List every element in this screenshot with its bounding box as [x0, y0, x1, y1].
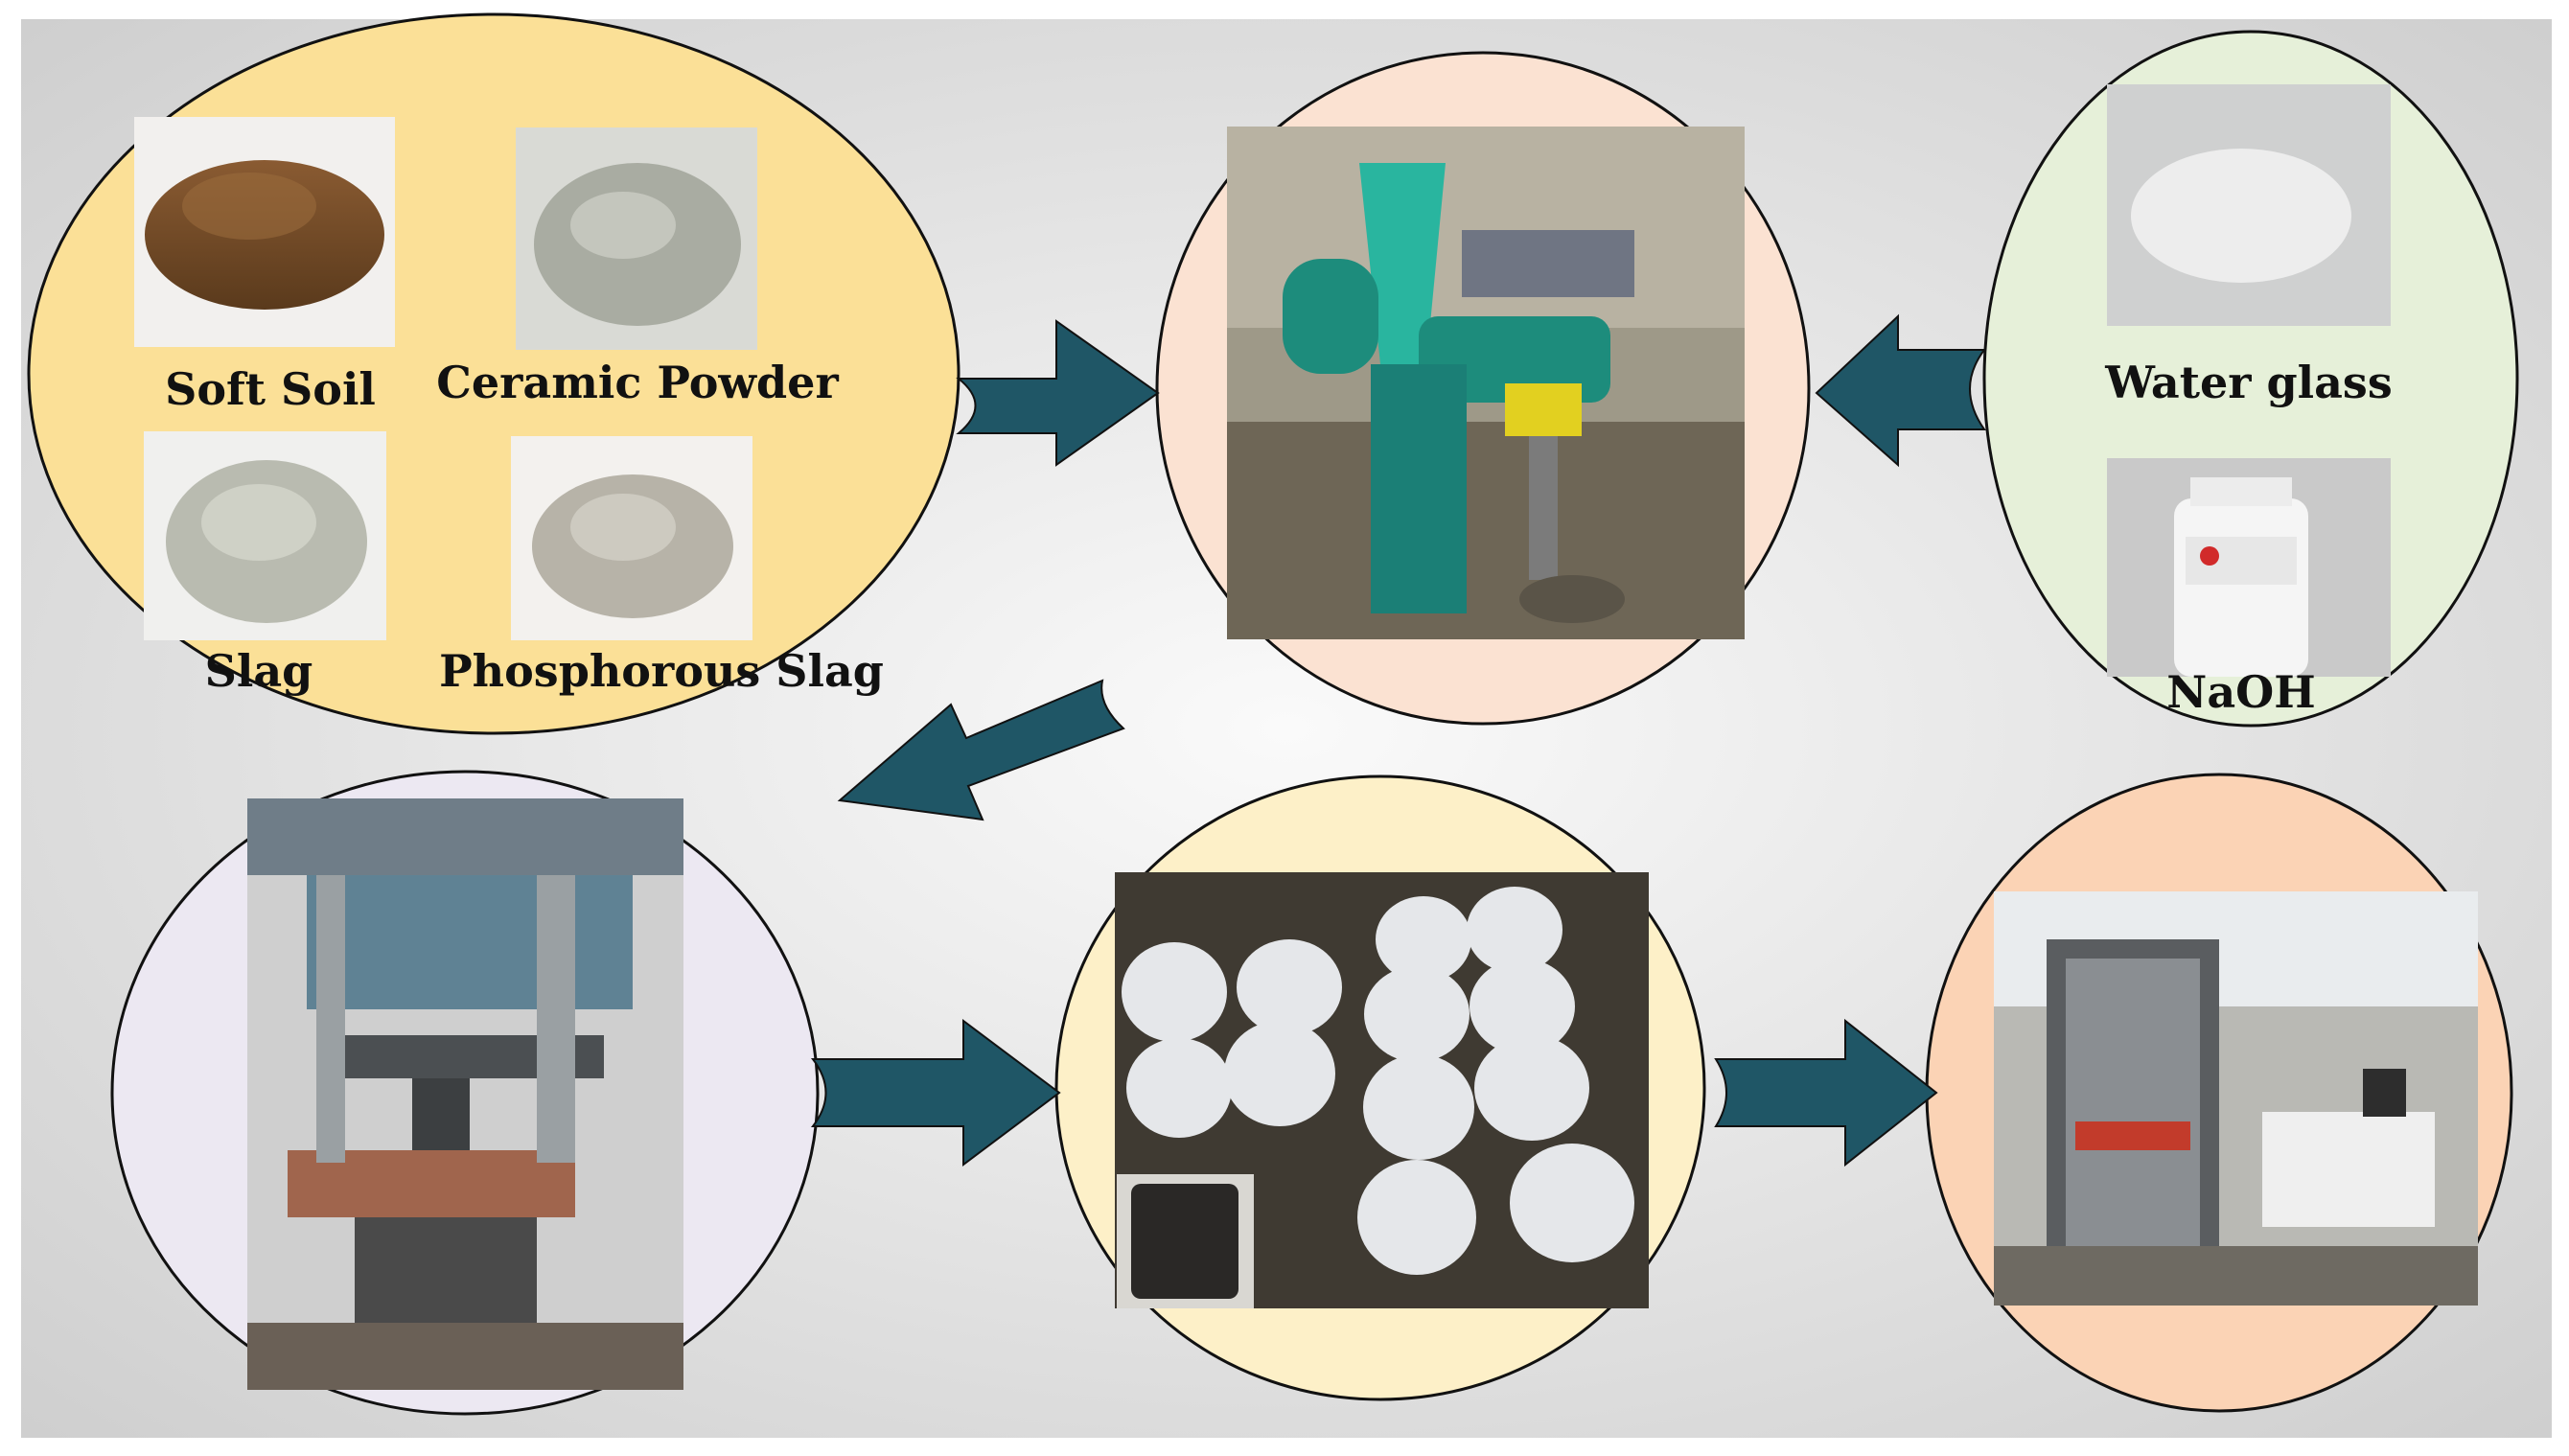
- naoh-label: NaOH: [2166, 666, 2315, 718]
- arrow-specimens-to-testing: [1714, 1018, 1938, 1167]
- ceramic-powder-label: Ceramic Powder: [436, 357, 839, 408]
- soft-soil-label: Soft Soil: [165, 363, 376, 415]
- arrow-mixer-to-press: [837, 679, 1125, 821]
- testing-machine-photo: [1994, 891, 2478, 1306]
- ceramic-powder-photo: [516, 127, 757, 350]
- specimens-photo: [1115, 872, 1649, 1308]
- mixer-photo: [1227, 127, 1745, 639]
- water-glass-label: Water glass: [2104, 357, 2392, 408]
- mixer-node: [1155, 51, 1811, 726]
- arrow-activators-to-mixer: [1815, 313, 1986, 468]
- phosphorous-slag-label: Phosphorous Slag: [439, 645, 884, 697]
- soft-soil-photo: [134, 117, 395, 347]
- compaction-press-photo: [247, 798, 683, 1390]
- water-glass-photo: [2107, 84, 2391, 326]
- raw-materials-node: Soft Soil Ceramic Powder Slag Phosphorou…: [27, 12, 960, 735]
- arrow-raw-to-mixer: [956, 319, 1160, 467]
- compaction-press-node: [110, 770, 820, 1416]
- arrow-press-to-specimens: [810, 1019, 1061, 1167]
- specimens-node: [1054, 774, 1706, 1401]
- activators-node: Water glass NaOH: [1982, 30, 2519, 728]
- slag-label: Slag: [205, 645, 313, 697]
- slag-photo: [144, 431, 386, 640]
- naoh-photo: [2107, 458, 2391, 677]
- testing-machine-node: [1925, 773, 2513, 1413]
- phosphorous-slag-photo: [511, 436, 752, 640]
